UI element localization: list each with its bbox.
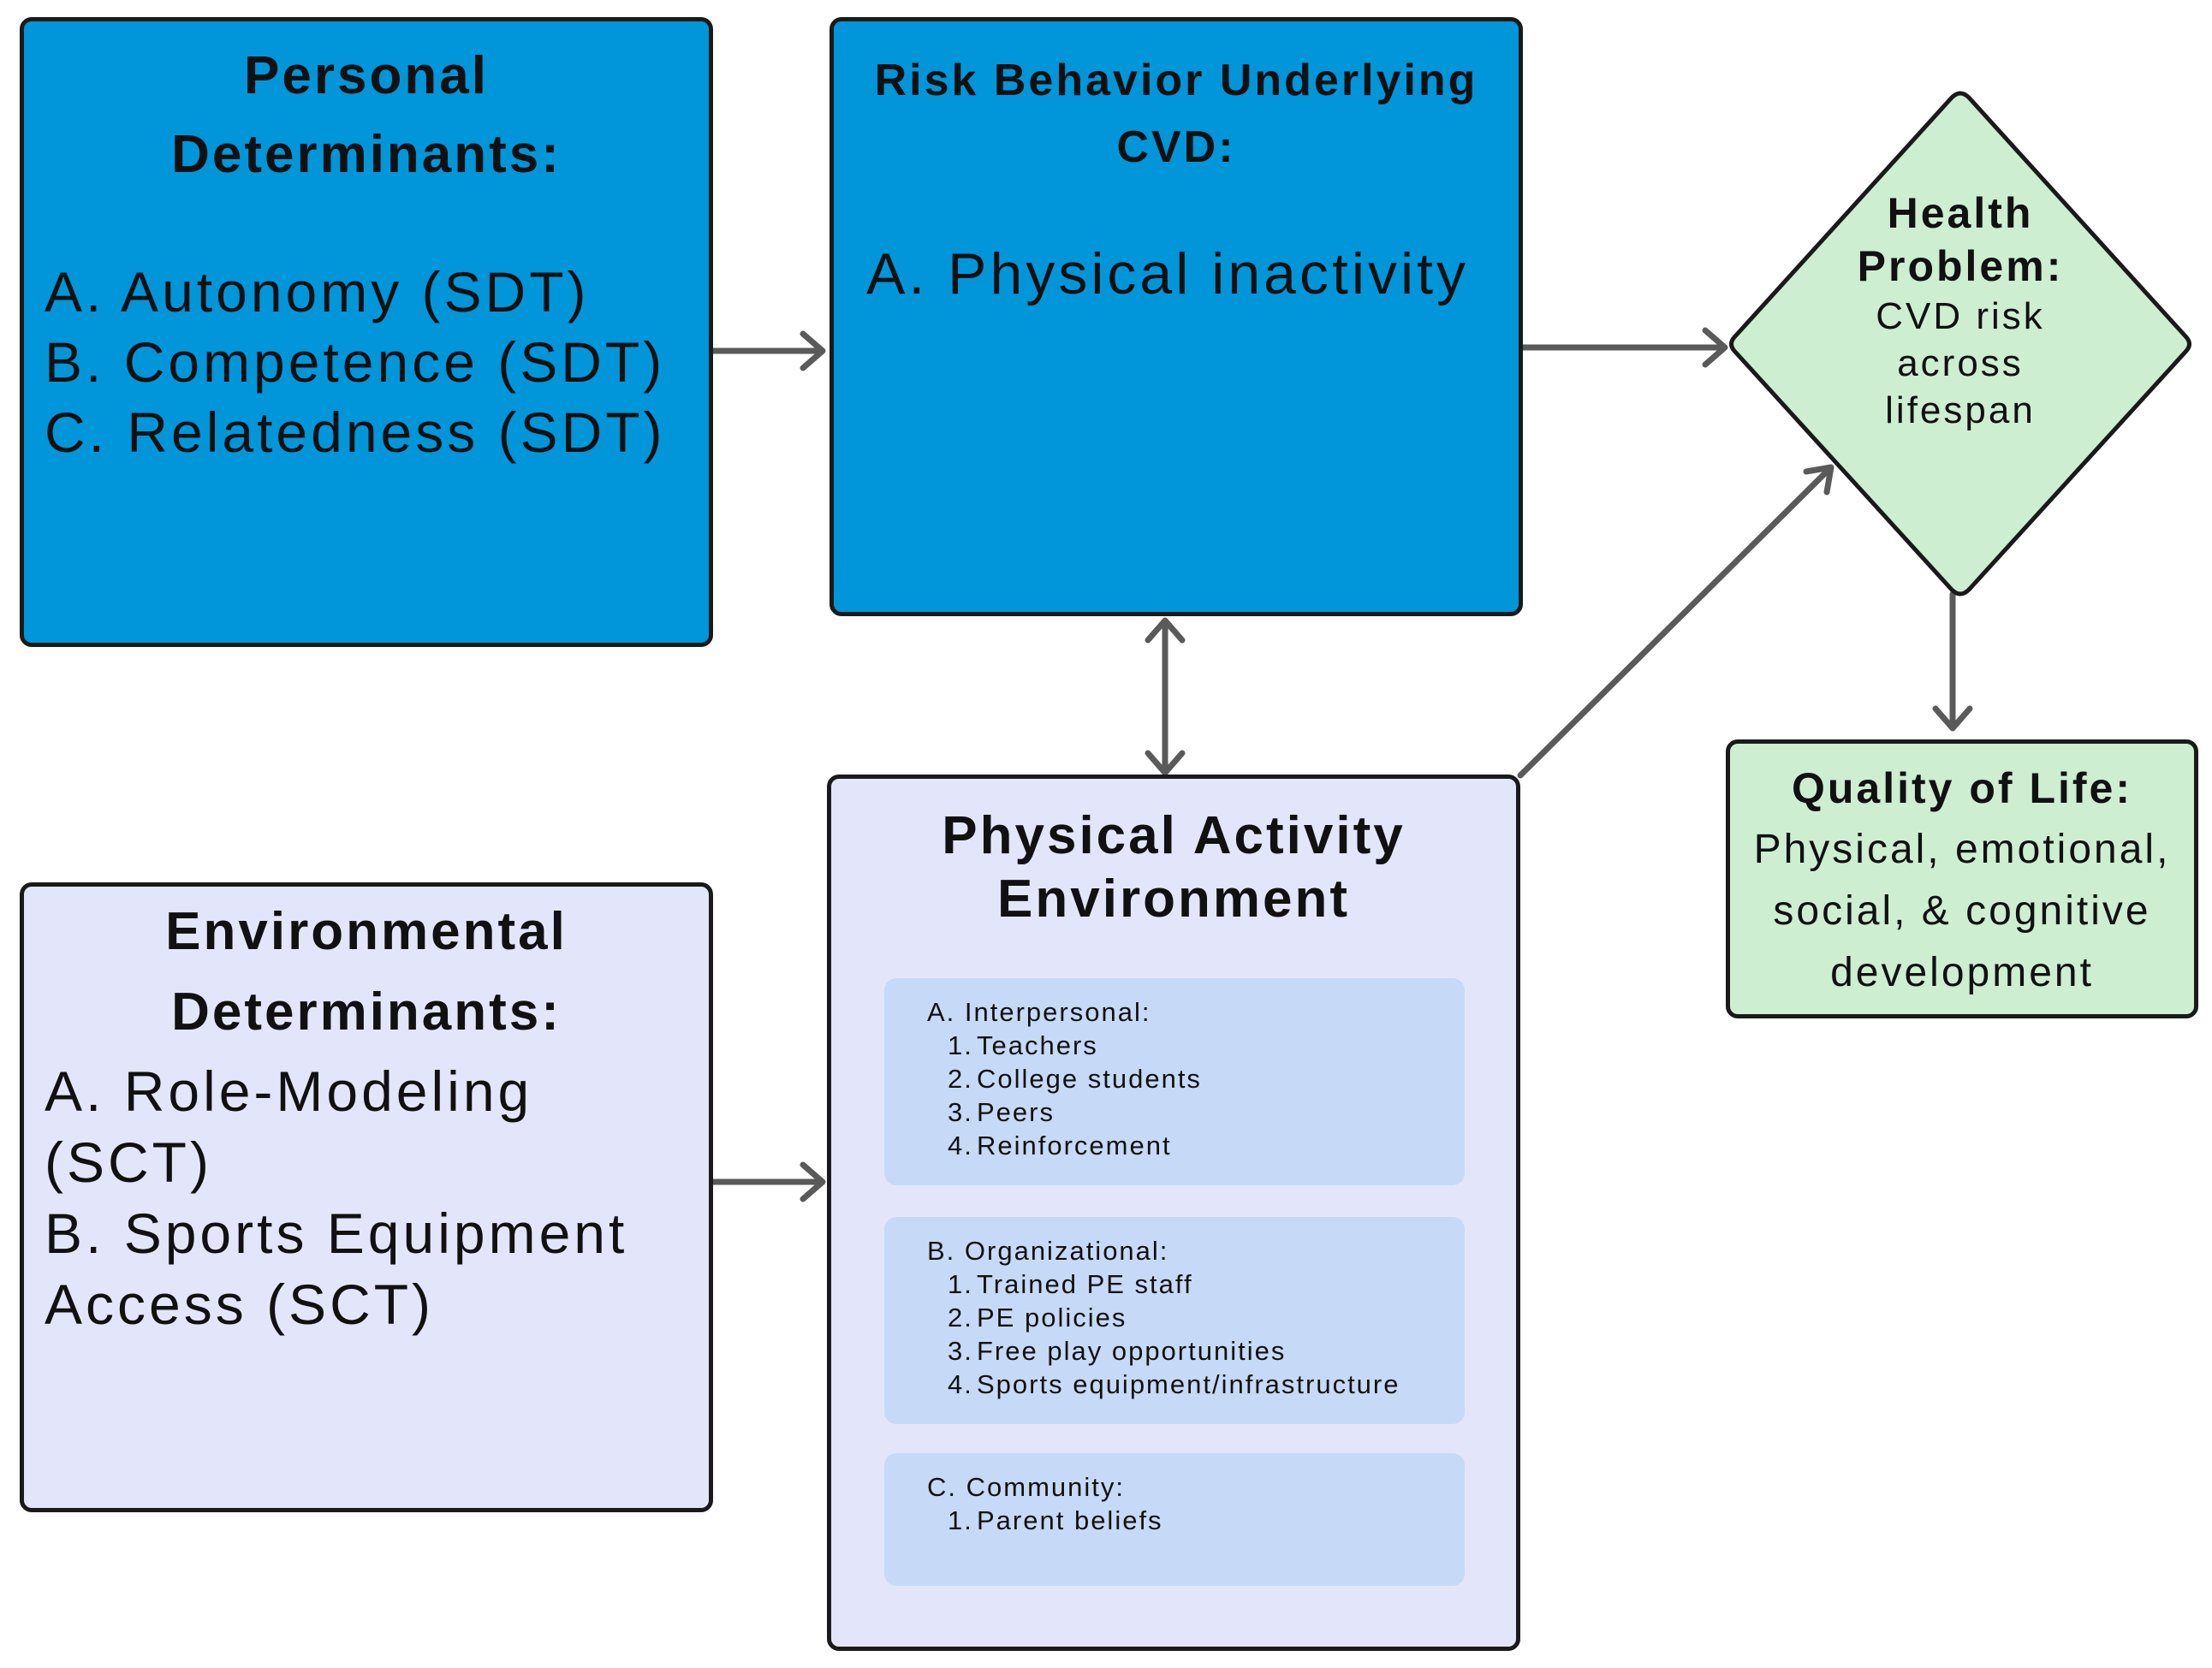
risk-behavior-list: A. Physical inactivity [866, 235, 1519, 312]
arrowhead-env-to-pa [800, 1161, 826, 1202]
health-line: lifespan [1885, 389, 2036, 431]
list-item: 1.Trained PE staff [948, 1269, 1193, 1299]
environmental-list: A. Role-Modeling (SCT) B. Sports Equipme… [45, 1056, 675, 1340]
risk-behavior-title: Risk Behavior Underlying CVD: [834, 47, 1519, 181]
list-item: C. Relatedness (SDT) [45, 401, 666, 464]
list-item: 2.PE policies [948, 1303, 1127, 1333]
list-item: A. Autonomy (SDT) [45, 260, 590, 324]
interpersonal-group: A. Interpersonal: 1.Teachers 2.College s… [884, 978, 1465, 1185]
arrowhead-bidir-bottom [1145, 750, 1186, 776]
health-title-line-2: Problem: [1857, 242, 2064, 290]
quality-line: development [1830, 950, 2094, 995]
environmental-title-line-1: Environmental [165, 902, 568, 961]
quality-title: Quality of Life: [1792, 764, 2132, 812]
health-problem-diamond [1729, 91, 2191, 597]
risk-behavior-box: Risk Behavior Underlying CVD: A. Physica… [830, 17, 1523, 616]
list-item: 1.Parent beliefs [948, 1505, 1163, 1535]
list-item: A. Role-Modeling (SCT) [45, 1060, 533, 1194]
quality-of-life-box: Quality of Life: Physical, emotional, so… [1726, 739, 2198, 1018]
quality-line: Physical, emotional, [1753, 827, 2171, 872]
health-line: CVD risk [1876, 295, 2045, 337]
list-item: 3.Free play opportunities [948, 1336, 1287, 1366]
environmental-title-line-2: Determinants: [171, 982, 562, 1042]
risk-title-line-2: CVD: [1116, 122, 1236, 172]
risk-title-line-1: Risk Behavior Underlying [874, 56, 1478, 105]
pa-title-line-1: Physical Activity [942, 806, 1406, 865]
list-item: B. Sports Equipment Access (SCT) [45, 1202, 628, 1336]
arrowhead-bidir-top [1145, 617, 1186, 644]
organizational-group: B. Organizational: 1.Trained PE staff 2.… [884, 1217, 1465, 1424]
personal-title-line-1: Personal [244, 46, 489, 105]
group-heading: A. Interpersonal: [927, 997, 1151, 1027]
environmental-determinants-box: Environmental Determinants: A. Role-Mode… [20, 882, 713, 1512]
personal-determinants-list: A. Autonomy (SDT) B. Competence (SDT) C.… [45, 257, 709, 467]
arrow-pa-to-health [1517, 466, 1833, 779]
arrowhead-personal-to-risk [800, 330, 826, 371]
health-line: across [1897, 342, 2024, 384]
arrowhead-risk-to-health [1702, 327, 1728, 368]
health-problem-text: Health Problem: CVD risk across lifespan [1781, 187, 2140, 434]
list-item: 4.Sports equipment/infrastructure [948, 1369, 1400, 1399]
quality-line: social, & cognitive [1773, 888, 2151, 934]
list-item: 4.Reinforcement [948, 1131, 1172, 1160]
community-group: C. Community: 1.Parent beliefs [884, 1453, 1465, 1586]
list-item: 3.Peers [948, 1097, 1055, 1127]
environmental-title: Environmental Determinants: [24, 892, 709, 1053]
list-item: B. Competence (SDT) [45, 330, 666, 394]
physical-activity-environment-box: Physical Activity Environment A. Interpe… [827, 775, 1520, 1651]
personal-title-line-2: Determinants: [171, 125, 562, 184]
group-heading: C. Community: [927, 1472, 1125, 1502]
health-title-line-1: Health [1887, 189, 2034, 237]
pa-environment-title: Physical Activity Environment [831, 804, 1516, 931]
arrowhead-health-to-quality [1932, 705, 1973, 732]
quality-lines: Physical, emotional, social, & cognitive… [1730, 819, 2194, 1004]
list-item: A. Physical inactivity [866, 241, 1469, 306]
personal-determinants-title: Personal Determinants: [24, 37, 709, 194]
personal-determinants-box: Personal Determinants: A. Autonomy (SDT)… [20, 17, 713, 647]
list-item: 2.College students [948, 1064, 1202, 1094]
list-item: 1.Teachers [948, 1030, 1098, 1060]
arrowhead-pa-to-health [1803, 464, 1834, 496]
pa-title-line-2: Environment [997, 870, 1350, 929]
group-heading: B. Organizational: [927, 1236, 1169, 1266]
